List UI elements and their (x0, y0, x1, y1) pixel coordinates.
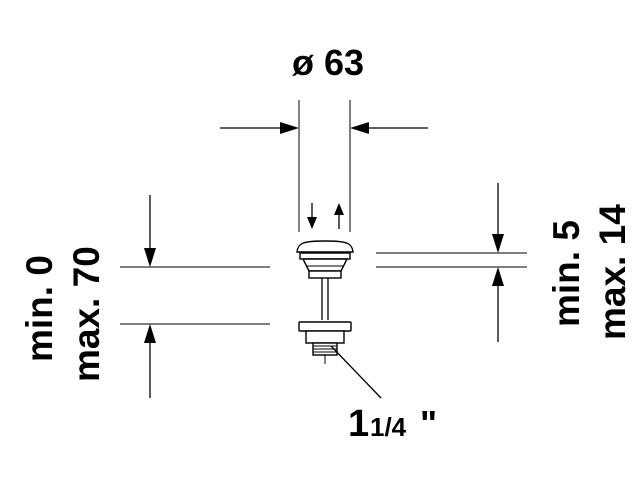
valve-flange-taper (301, 258, 349, 272)
right-arrow-down (492, 234, 504, 253)
thread-leader (330, 345, 382, 399)
diameter-label: ø 63 (292, 42, 364, 83)
up-arrow-icon (334, 203, 344, 215)
right-arrow-up (492, 267, 504, 286)
thread-label-whole: 1 (348, 403, 369, 445)
left-arrow-down (144, 248, 156, 267)
thread-label-unit: " (420, 403, 437, 444)
drain-valve (296, 240, 382, 399)
left-height-dimension: min. 0 max. 70 (19, 195, 270, 398)
right-min-label: min. 5 (546, 220, 587, 327)
valve-body (305, 330, 345, 344)
thread-label-fraction: 1/4 (370, 412, 407, 442)
valve-body-top (298, 321, 352, 332)
right-max-label: max. 14 (592, 204, 633, 340)
diameter-arrow-right (350, 122, 369, 134)
valve-flange (299, 252, 351, 260)
left-max-label: max. 70 (66, 246, 107, 382)
right-height-dimension: min. 5 max. 14 (376, 183, 633, 342)
valve-seat (308, 270, 342, 279)
left-min-label: min. 0 (19, 255, 60, 362)
diameter-arrow-left (280, 122, 299, 134)
diameter-dimension: ø 63 (220, 42, 428, 232)
thread-size-label: 1 1/4 " (348, 403, 437, 445)
movement-arrows (307, 203, 344, 229)
left-arrow-up (144, 324, 156, 343)
valve-cap (296, 240, 354, 253)
down-arrow-icon (307, 217, 317, 229)
